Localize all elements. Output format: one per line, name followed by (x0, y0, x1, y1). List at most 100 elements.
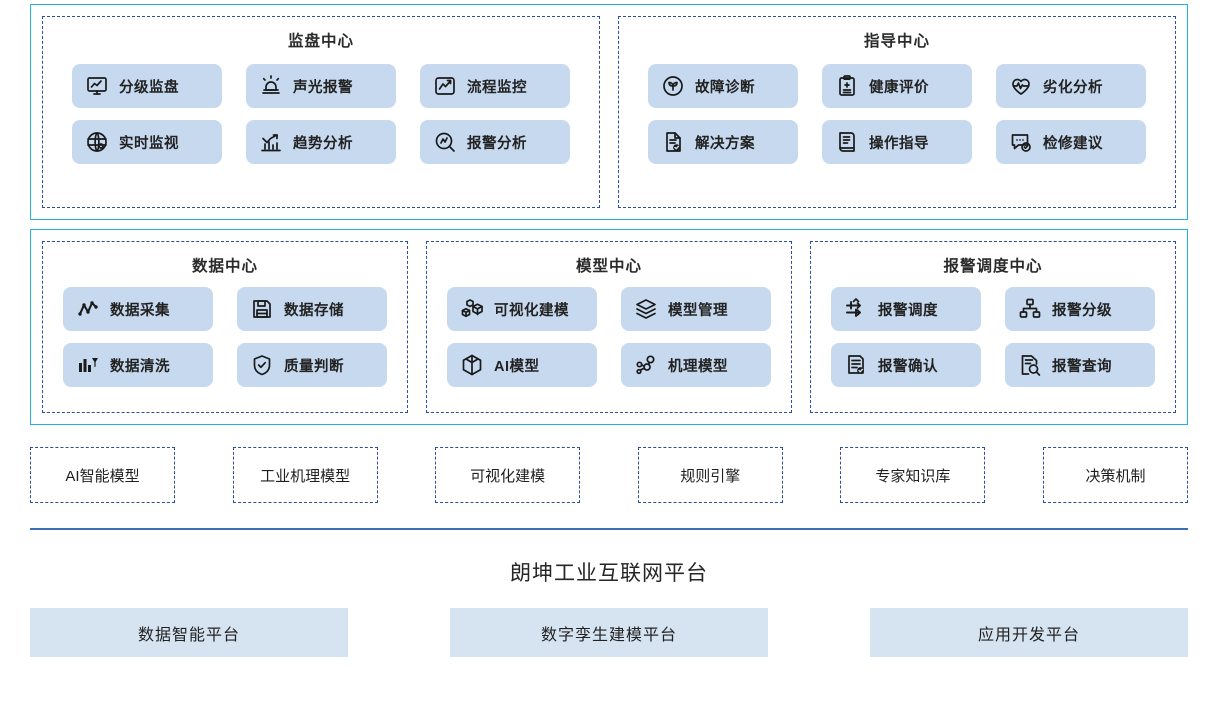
feature-tile-label: 解决方案 (695, 135, 755, 152)
feature-tile-label: 报警调度 (878, 302, 938, 319)
monitor-chart-icon (85, 74, 109, 98)
process-monitor-icon (433, 74, 457, 98)
feature-tile-label: 报警分析 (467, 135, 527, 152)
group-panel: 模型中心可视化建模 模型管理 AI模型 机理模型 (426, 241, 792, 413)
section-divider (30, 528, 1188, 530)
feature-tile[interactable]: 报警查询 (1005, 343, 1155, 387)
heart-pulse-icon (1009, 74, 1033, 98)
feature-tile-label: 数据清洗 (110, 358, 170, 375)
alarm-light-icon (259, 74, 283, 98)
feature-tile-label: 报警确认 (878, 358, 938, 375)
chat-check-icon (1009, 130, 1033, 154)
floppy-save-icon (250, 297, 274, 321)
globe-icon (85, 130, 109, 154)
feature-tile-label: 实时监视 (119, 135, 179, 152)
group-title: 指导中心 (863, 33, 930, 50)
feature-tile-label: 分级监盘 (119, 79, 179, 96)
list-check-icon (844, 353, 868, 377)
feature-tile-label: 数据存储 (284, 302, 344, 319)
group-title: 报警调度中心 (943, 258, 1043, 275)
feature-tile[interactable]: AI模型 (447, 343, 597, 387)
group-panel: 报警调度中心报警调度 报警分级报警确认 报警查询 (810, 241, 1176, 413)
capability-box[interactable]: 决策机制 (1042, 447, 1188, 503)
feature-tile-label: 检修建议 (1043, 135, 1103, 152)
capability-box[interactable]: 专家知识库 (840, 447, 986, 503)
feature-tile[interactable]: 报警分级 (1005, 287, 1155, 331)
architecture-diagram: 监盘中心分级监盘 声光报警 流程监控实时监视 趋势分析 报警分析 指导中心故障诊断 健康评价… (0, 4, 1218, 709)
feature-tile[interactable]: 模型管理 (621, 287, 771, 331)
search-doc-icon (1018, 353, 1042, 377)
group-panel: 监盘中心分级监盘 声光报警 流程监控实时监视 趋势分析 报警分析 (42, 16, 600, 208)
feature-tile-label: 故障诊断 (695, 79, 755, 96)
feature-tile-label: 劣化分析 (1043, 79, 1103, 96)
feature-tile-label: 报警分级 (1052, 302, 1112, 319)
capability-box[interactable]: 工业机理模型 (232, 447, 378, 503)
alarm-analysis-icon (433, 130, 457, 154)
feature-tile[interactable]: 劣化分析 (996, 64, 1146, 108)
shield-check-icon (250, 353, 274, 377)
cube-icon (460, 353, 484, 377)
platform-box[interactable]: 应用开发平台 (870, 608, 1188, 657)
feature-tile[interactable]: 报警分析 (420, 120, 570, 164)
feature-tile-label: 报警查询 (1052, 358, 1112, 375)
feature-tile[interactable]: 实时监视 (72, 120, 222, 164)
tile-grid: 数据采集 数据存储数据清洗 质量判断 (63, 287, 387, 387)
feature-tile-label: 可视化建模 (494, 302, 569, 319)
capability-box[interactable]: AI智能模型 (30, 447, 175, 503)
feature-tile-label: 健康评价 (869, 79, 929, 96)
feature-tile-label: 操作指导 (869, 135, 929, 152)
tile-grid: 报警调度 报警分级报警确认 报警查询 (831, 287, 1155, 387)
group-title: 监盘中心 (287, 33, 354, 50)
feature-tile[interactable]: 健康评价 (822, 64, 972, 108)
feature-tile-label: 数据采集 (110, 302, 170, 319)
platform-row: 数据智能平台 数字孪生建模平台 应用开发平台 (30, 608, 1188, 657)
document-check-icon (661, 130, 685, 154)
feature-tile[interactable]: 趋势分析 (246, 120, 396, 164)
layers-icon (634, 297, 658, 321)
feature-tile[interactable]: 分级监盘 (72, 64, 222, 108)
dispatch-icon (844, 297, 868, 321)
feature-tile-label: 趋势分析 (293, 135, 353, 152)
feature-tile-label: 机理模型 (668, 358, 728, 375)
tile-grid: 故障诊断 健康评价 劣化分析解决方案 操作指导 检修建议 (648, 64, 1146, 164)
feature-tile-label: 声光报警 (293, 79, 353, 96)
node-graph-icon (634, 353, 658, 377)
feature-tile[interactable]: 质量判断 (237, 343, 387, 387)
feature-tile-label: 质量判断 (284, 358, 344, 375)
feature-tile[interactable]: 解决方案 (648, 120, 798, 164)
capability-box[interactable]: 可视化建模 (435, 447, 581, 503)
feature-tile-label: AI模型 (494, 358, 540, 375)
trend-chart-icon (259, 130, 283, 154)
feature-tile[interactable]: 数据清洗 (63, 343, 213, 387)
feature-tile-label: 流程监控 (467, 79, 527, 96)
hierarchy-icon (1018, 297, 1042, 321)
data-collect-icon (76, 297, 100, 321)
feature-tile[interactable]: 检修建议 (996, 120, 1146, 164)
feature-tile[interactable]: 机理模型 (621, 343, 771, 387)
feature-tile[interactable]: 数据存储 (237, 287, 387, 331)
clipboard-health-icon (835, 74, 859, 98)
group-panel: 指导中心故障诊断 健康评价 劣化分析解决方案 操作指导 检修建议 (618, 16, 1176, 208)
feature-tile-label: 模型管理 (668, 302, 728, 319)
feature-tile[interactable]: 报警调度 (831, 287, 981, 331)
feature-tile[interactable]: 故障诊断 (648, 64, 798, 108)
feature-tile[interactable]: 可视化建模 (447, 287, 597, 331)
feature-tile[interactable]: 报警确认 (831, 343, 981, 387)
platform-title: 朗坤工业互联网平台 (510, 562, 708, 585)
platform-box[interactable]: 数据智能平台 (30, 608, 348, 657)
group-panel: 数据中心数据采集数据存储数据清洗质量判断 (42, 241, 408, 413)
row-monitoring-guidance: 监盘中心分级监盘 声光报警 流程监控实时监视 趋势分析 报警分析 指导中心故障诊断 健康评价… (30, 4, 1188, 220)
feature-tile[interactable]: 流程监控 (420, 64, 570, 108)
manual-book-icon (835, 130, 859, 154)
feature-tile[interactable]: 声光报警 (246, 64, 396, 108)
capability-row: AI智能模型 工业机理模型 可视化建模规则引擎 专家知识库决策机制 (30, 447, 1188, 503)
feature-tile[interactable]: 数据采集 (63, 287, 213, 331)
capability-box[interactable]: 规则引擎 (637, 447, 783, 503)
tile-grid: 可视化建模 模型管理 AI模型 机理模型 (447, 287, 771, 387)
platform-box[interactable]: 数字孪生建模平台 (450, 608, 768, 657)
data-clean-icon (76, 353, 100, 377)
blocks-icon (460, 297, 484, 321)
group-title: 模型中心 (575, 258, 642, 275)
feature-tile[interactable]: 操作指导 (822, 120, 972, 164)
